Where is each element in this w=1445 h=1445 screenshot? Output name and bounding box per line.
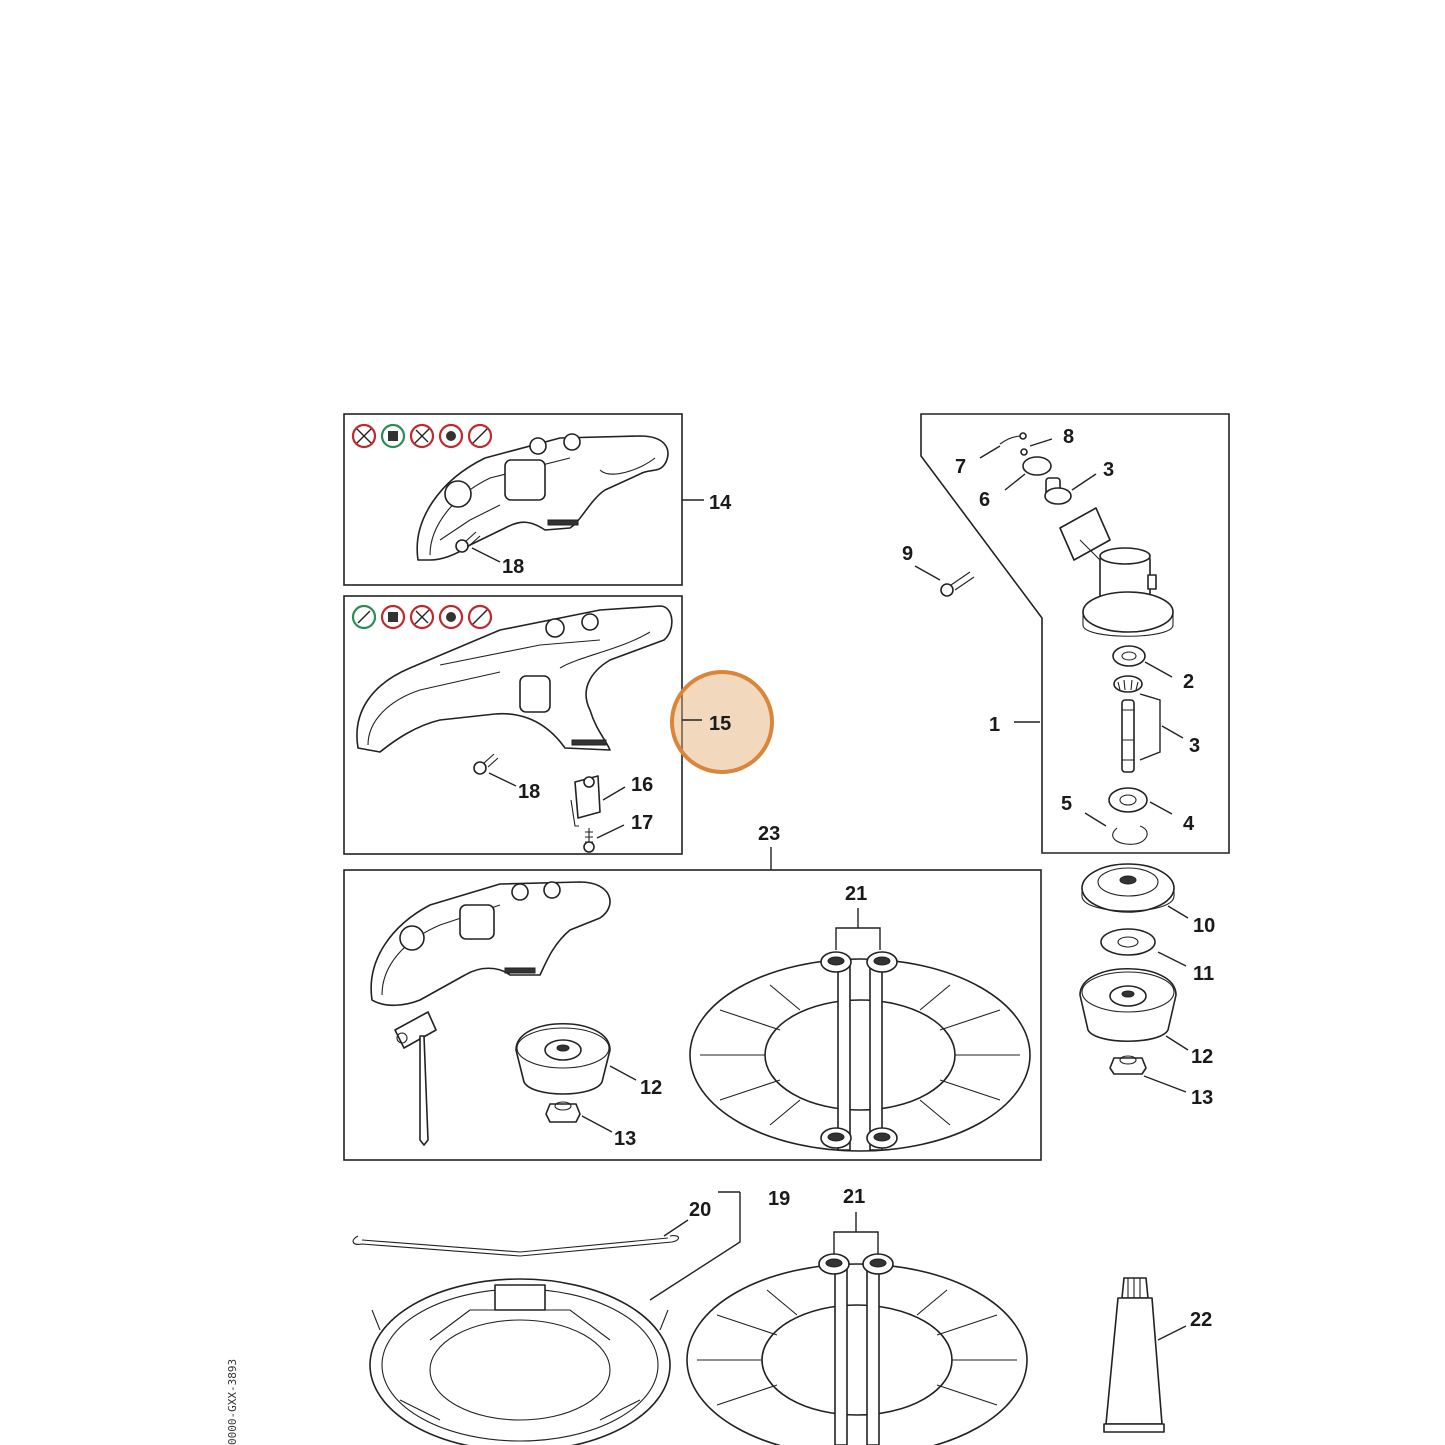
callout-2: 2 (1183, 671, 1194, 693)
callout-15-highlight[interactable] (670, 670, 774, 774)
protective-ring-21-kit (689, 951, 1031, 1152)
callout-23: 23 (758, 823, 780, 845)
bearing-6 (1022, 456, 1052, 476)
callout-13-b: 13 (614, 1128, 636, 1150)
screw-9: 9 (902, 543, 975, 597)
assembly-box-14: 18 14 (343, 413, 732, 586)
callout-5: 5 (1061, 793, 1072, 815)
deflector-guard-kit (370, 881, 611, 1007)
protective-ring-21-bottom (686, 1253, 1028, 1445)
drawing-reference-code: 0000-GXX-3893 (226, 1359, 239, 1445)
assembly-box-15: 18 16 17 15 (343, 595, 774, 855)
callout-15[interactable]: 15 (709, 713, 731, 735)
thrust-plate-12-kit (515, 1023, 611, 1095)
nut-13-kit (545, 1101, 581, 1123)
callout-11: 11 (1193, 963, 1214, 985)
screw-18-top (455, 531, 481, 553)
circlip-8 (999, 432, 1028, 456)
warning-icons-row-15 (351, 604, 493, 630)
callout-19: 19 (768, 1188, 790, 1210)
warning-icons-row-14 (351, 423, 493, 449)
deflector-guard-15 (356, 605, 673, 753)
callout-8: 8 (1063, 426, 1074, 448)
callout-3-bottom: 3 (1189, 735, 1200, 757)
assembly-box-23: 23 12 13 (343, 823, 1042, 1161)
callout-7: 7 (955, 456, 966, 478)
spring-wire-20 (352, 1235, 680, 1257)
callout-12-b: 12 (640, 1077, 662, 1099)
callout-21: 21 (845, 883, 867, 905)
callout-21-b: 21 (843, 1186, 865, 1208)
screw-18-middle (473, 753, 499, 775)
callout-16: 16 (631, 774, 653, 796)
callout-6: 6 (979, 489, 990, 511)
callout-12: 12 (1191, 1046, 1213, 1068)
callout-10: 10 (1193, 915, 1215, 937)
grease-tube-22 (1103, 1277, 1165, 1433)
callout-9: 9 (902, 543, 913, 565)
combination-wrench (394, 1011, 437, 1146)
bevel-gear-3-shaft (1113, 675, 1143, 773)
nut-13-right (1109, 1055, 1147, 1075)
callout-3-top: 3 (1103, 459, 1114, 481)
callout-13: 13 (1191, 1087, 1213, 1109)
bevel-gear-3-top (1044, 477, 1072, 505)
gear-housing (1059, 507, 1174, 637)
washer-11 (1100, 928, 1156, 956)
circlip-5 (1112, 825, 1148, 845)
callout-20: 20 (689, 1199, 711, 1221)
bearing-4 (1108, 787, 1148, 813)
deflector-19 (369, 1278, 671, 1445)
callout-17: 17 (631, 812, 653, 834)
thrust-plate-10 (1081, 863, 1175, 913)
callout-22: 22 (1190, 1309, 1212, 1331)
clip-16 (570, 775, 601, 827)
callout-14: 14 (709, 492, 732, 514)
callout-4: 4 (1183, 813, 1195, 835)
callout-1: 1 (989, 714, 1000, 736)
thrust-plate-12-right (1079, 968, 1177, 1043)
assembly-box-1: 8 7 6 3 2 (920, 413, 1230, 854)
screw-17 (583, 828, 595, 853)
bearing-2 (1112, 645, 1146, 667)
callout-18-b: 18 (518, 781, 540, 803)
callout-18: 18 (502, 556, 524, 578)
